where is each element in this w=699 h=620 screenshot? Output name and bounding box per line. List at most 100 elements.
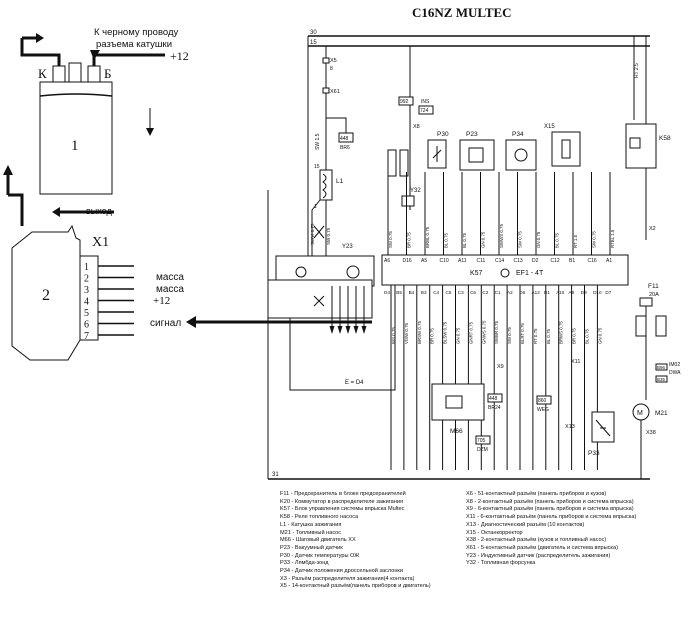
connector-pin-1: 1 xyxy=(84,262,89,273)
ecu-bottom-wire-label: GNRT 0.75 xyxy=(468,321,473,344)
arrow-down-icon xyxy=(329,326,335,334)
distributor-arrows xyxy=(289,285,396,391)
legend-item: P34 - Датчик положения дроссельной засло… xyxy=(280,568,403,575)
y23-label: Y23 xyxy=(342,244,353,250)
connector-pin-4: 4 xyxy=(84,297,89,308)
plus12-bottom-label: +12 xyxy=(153,295,170,307)
meter-symbol-icon xyxy=(346,265,360,279)
x61-connector xyxy=(322,87,330,94)
ecu-pin-B3: B3 xyxy=(421,290,427,295)
ecu-pin-A6: A6 xyxy=(384,258,390,264)
b724-label: 724 xyxy=(420,108,429,114)
ecu-top-wire-label: RT 1.5 xyxy=(573,234,578,248)
m66-label: M66 xyxy=(450,428,463,435)
m66-symbol xyxy=(445,395,463,409)
bus-15-label: 15 xyxy=(310,40,317,46)
im02-label: IM02 xyxy=(669,362,680,368)
ecu-bottom-wire-label: BR 0.75 xyxy=(572,328,577,344)
dwa-label: DWA xyxy=(669,370,681,376)
ecu-pin-D9: D9 xyxy=(581,290,587,295)
b705-box xyxy=(475,435,491,445)
p33-symbol xyxy=(595,419,611,437)
terminal-k-label: К xyxy=(38,66,47,81)
l1-label: L1 xyxy=(336,178,344,185)
p30-label: P30 xyxy=(437,131,449,138)
sensor-p23 xyxy=(459,139,495,171)
arrow-down-icon xyxy=(90,50,100,60)
ecu-pin-A5: A5 xyxy=(421,258,427,264)
legend-item: X3 - Разъём распределителя зажигания(4 к… xyxy=(280,575,415,582)
ecu-pin-C14: C14 xyxy=(495,258,504,264)
terminal-b-label: Б xyxy=(104,66,111,81)
ecu-pin-C1: C1 xyxy=(495,290,501,295)
ecu-pin-A2: A2 xyxy=(507,290,513,295)
ecu-top-wire-label: SW 0.75 xyxy=(592,231,597,248)
x5-connector xyxy=(322,57,330,64)
br24-label: BR24 xyxy=(488,405,501,411)
ecu-bottom-wire-label: BL 0.75 xyxy=(585,328,590,344)
b860-label: 860 xyxy=(538,398,547,404)
relay-coil xyxy=(629,137,641,149)
ecu-bottom-wire-label: BLRT 0.75 xyxy=(520,323,525,344)
legend-item: Y32 - Топливная форсунка xyxy=(466,560,536,567)
x15-label: X15 xyxy=(544,124,555,130)
sensor-p34 xyxy=(505,139,537,171)
plus12-top-label: +12 xyxy=(170,49,189,63)
ecu-bottom-wire-label: RT 0.75 xyxy=(533,328,538,344)
ecu-pin-D6: D6 xyxy=(519,290,525,295)
weg-label: WEG xyxy=(537,407,549,413)
left-diagram: К Б 1 К черному проводу разъема катушки … xyxy=(3,27,372,361)
swbl-label: SW 0.75 xyxy=(326,227,331,245)
ecu-pin-D4: D4 xyxy=(384,290,390,295)
rt25-label: RT 2.5 xyxy=(634,63,640,78)
ecu-pin-C12: C12 xyxy=(551,258,560,264)
output-label: выход xyxy=(86,206,112,216)
ecu-bottom-wire-label: GN 0.75 xyxy=(597,327,602,344)
legend-item: M66 - Шаговый двигатель ХХ xyxy=(280,537,356,544)
p33-label: P33 xyxy=(588,450,600,457)
ecu-symbol-icon xyxy=(500,268,510,278)
arrow-right-icon xyxy=(36,33,44,43)
coil-terminal-b xyxy=(87,65,101,83)
legend-item: X5 - 14-контактный разъём(панель приборо… xyxy=(280,583,431,590)
f11a-label: 20A xyxy=(649,292,659,298)
legend-item: X13 - Диагностический разъём (10 контакт… xyxy=(466,521,585,528)
connector-pin-6: 6 xyxy=(84,320,89,331)
ecu-top-wire-label: SW 0.75 xyxy=(518,231,523,248)
legend-item: L1 - Катушка зажигания xyxy=(280,521,342,528)
ecu-bottom-wire-label: BL 0.75 xyxy=(546,328,551,344)
b705-label: 705 xyxy=(477,438,486,444)
p23-symbol xyxy=(468,147,484,163)
fuse-f11 xyxy=(639,297,653,307)
legend-item: M21 - Топливный насос xyxy=(280,529,342,536)
ecu-pin-B5: B5 xyxy=(396,290,402,295)
mass-1-label: масса xyxy=(156,272,184,283)
b96-box xyxy=(655,363,668,371)
module-number: 2 xyxy=(42,287,50,304)
ecu-bottom-wire-label: SWBR 0.75 xyxy=(494,321,499,344)
ecu-pin-B1: B1 xyxy=(569,258,575,264)
b992-box xyxy=(398,96,414,106)
legend-item: X9 - 6-контактный разъём (панель приборо… xyxy=(466,506,634,513)
ecu-pin-C13: C13 xyxy=(514,258,523,264)
legend-item: P30 - Датчик температуры ОЖ xyxy=(280,552,360,559)
ecu-pin-C5: C5 xyxy=(446,290,452,295)
lambda-p33 xyxy=(591,411,615,443)
ecu-pin-C3: C3 xyxy=(458,290,464,295)
ecu-pin-C6: C6 xyxy=(470,290,476,295)
legend-item: Y23 - Индуктивный датчик (распределитель… xyxy=(466,552,611,559)
connector-x1 xyxy=(79,255,99,341)
coil-number: 1 xyxy=(71,138,79,154)
legend-item: K58 - Реле топливного насоса xyxy=(280,514,359,521)
p30-symbol xyxy=(432,146,442,162)
connector-label: X1 xyxy=(92,235,109,250)
wire-left-bottom xyxy=(8,193,24,226)
diagram-title: C16NZ MULTEC xyxy=(412,5,512,20)
coil-note-line2: разъема катушки xyxy=(96,39,172,50)
l1-pin-1: 1 xyxy=(314,204,317,210)
fuse-a xyxy=(387,149,397,177)
bus-31-label: 31 xyxy=(272,472,279,478)
wire-d4-loop xyxy=(289,285,396,391)
legend-item: X15 - Октанкорректор xyxy=(466,529,523,536)
